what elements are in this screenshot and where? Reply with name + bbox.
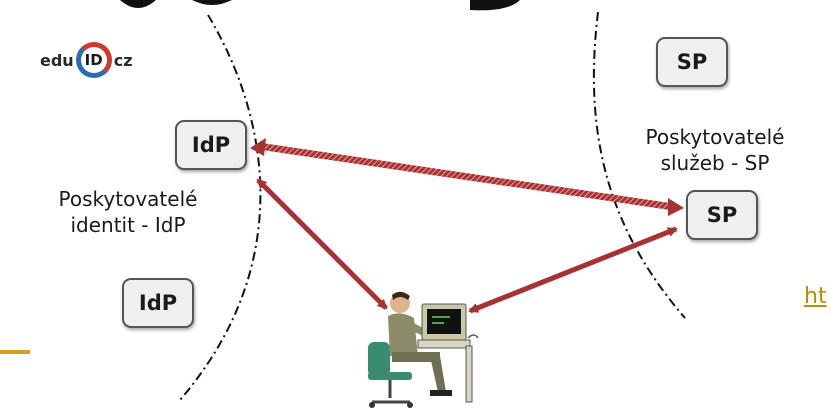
logo-text-edu: edu (40, 50, 74, 70)
cropped-heading-fragments (120, 0, 520, 11)
sp-user-arrow (468, 226, 678, 314)
idp-region-label-line2: identit - IdP (70, 213, 186, 237)
idp-node-top-label: IdP (191, 133, 231, 157)
sp-node-middle: SP (686, 190, 758, 240)
idp-sp-trust-arrow (250, 138, 684, 216)
sp-node-top-label: SP (676, 50, 708, 74)
idp-region-label-line1: Poskytovatelé (58, 187, 198, 211)
logo-ring: ID (75, 42, 112, 78)
accent-bar (0, 350, 30, 354)
idp-region-label: Poskytovatelé identit - IdP (8, 186, 248, 238)
idp-node-top: IdP (175, 120, 247, 170)
idp-node-bottom-label: IdP (138, 291, 178, 315)
user-at-computer-icon (368, 291, 479, 408)
idp-node-bottom: IdP (122, 278, 194, 328)
logo-text-id: ID (84, 51, 103, 69)
sp-region-label-line2: služeb - SP (660, 151, 770, 175)
idp-user-arrow (256, 178, 388, 310)
sp-region-label-line1: Poskytovatelé (645, 125, 785, 149)
sp-node-middle-label: SP (706, 203, 738, 227)
cropped-link[interactable]: ht (804, 284, 827, 309)
sp-node-top: SP (656, 37, 728, 87)
eduid-logo: edu ID cz (40, 42, 133, 78)
sp-region-label: Poskytovatelé služeb - SP (598, 124, 831, 176)
logo-text-cz: cz (113, 50, 133, 70)
